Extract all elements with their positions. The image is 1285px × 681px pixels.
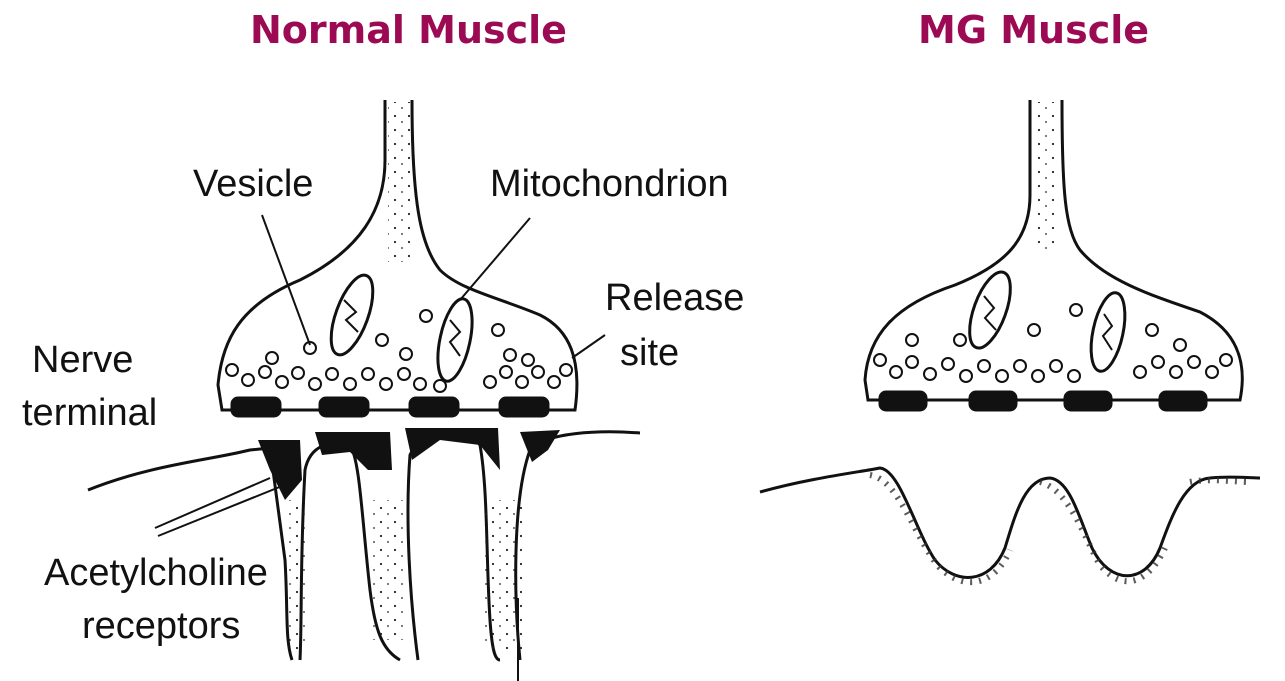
leader-ach-1 xyxy=(155,478,270,528)
normal-release-site xyxy=(410,398,458,416)
mg-junction xyxy=(760,100,1260,582)
normal-ach-receptor-zone xyxy=(315,432,392,470)
label-vesicle: Vesicle xyxy=(193,163,313,205)
mg-release-site xyxy=(970,392,1016,410)
label-nerve-line2: terminal xyxy=(22,392,157,434)
label-nerve-line1: Nerve xyxy=(32,339,133,381)
leader-mitochondrion xyxy=(460,218,530,300)
mg-release-site xyxy=(880,392,926,410)
normal-release-site xyxy=(500,398,548,416)
mg-release-site xyxy=(1065,392,1111,410)
mg-axon-stipple xyxy=(1034,102,1058,252)
normal-fold-stipple xyxy=(372,500,408,640)
normal-ach-receptor-zone xyxy=(405,428,500,470)
normal-release-site xyxy=(320,398,368,416)
label-release-line1: Release xyxy=(605,277,744,319)
normal-release-site xyxy=(232,398,280,416)
label-mitochondrion: Mitochondrion xyxy=(490,163,729,205)
normal-fold-stipple xyxy=(482,500,522,650)
normal-ach-receptor-zone xyxy=(258,440,302,500)
normal-fold-stipple xyxy=(285,500,305,650)
leader-release-site xyxy=(572,335,605,358)
label-release-line2: site xyxy=(620,332,679,374)
normal-axon-stipple xyxy=(388,102,410,262)
mg-membrane-stipple xyxy=(870,475,1250,582)
label-ach-line2: receptors xyxy=(82,605,240,647)
mg-release-site xyxy=(1160,392,1206,410)
leader-ach-2 xyxy=(158,486,282,536)
label-ach-line1: Acetylcholine xyxy=(44,552,268,594)
mg-postsynaptic-membrane xyxy=(760,468,1260,577)
normal-ach-receptor-zone xyxy=(520,430,560,462)
